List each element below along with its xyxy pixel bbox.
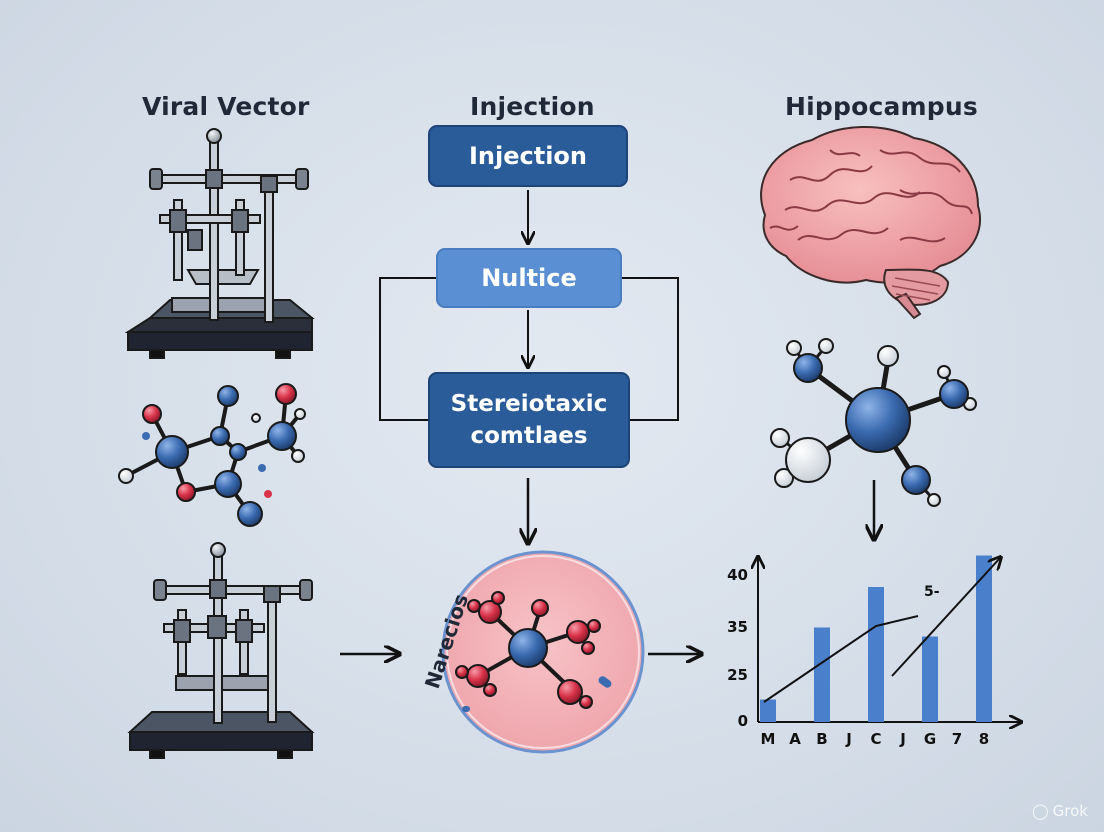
lab-stand-bottom (127, 542, 315, 759)
grok-watermark: ◯ Grok (1032, 802, 1088, 820)
chart-bar (868, 587, 884, 722)
chart-x-tick-label: M (761, 730, 776, 748)
stereotaxic-box: Stereiotaxic comtlaes (428, 372, 630, 468)
chart-y-tick-label: 35 (727, 618, 748, 636)
stereotaxic-label-line1: Stereiotaxic (450, 391, 608, 417)
viral-vector-title: Viral Vector (142, 92, 310, 121)
molecule-right (770, 338, 977, 507)
chart-x-tick-label: B (816, 730, 827, 748)
hippocampus-title: Hippocampus (785, 92, 978, 121)
chart-annotation: 5- (924, 584, 940, 600)
chart-y-tick-label: 40 (727, 566, 748, 584)
flow-connectors (340, 190, 874, 654)
chart-bar (814, 627, 830, 722)
trend-line-1 (763, 615, 919, 703)
chart-x-tick-label: 8 (979, 730, 989, 748)
lab-stand-top (124, 128, 315, 359)
chart-x-tick-label: G (924, 730, 936, 748)
chart-bar (976, 555, 992, 722)
nultice-box: Nultice (436, 248, 622, 308)
grok-logo-icon: ◯ (1031, 802, 1049, 820)
loop-right (622, 277, 679, 421)
chart-x-tick-label: 7 (952, 730, 962, 748)
stereotaxic-label-line2: comtlaes (470, 423, 588, 449)
loop-left (379, 277, 436, 421)
grok-watermark-text: Grok (1052, 802, 1088, 820)
molecule-left (118, 383, 306, 527)
chart-y-tick-label: 25 (727, 666, 748, 684)
chart-x-tick-label: A (789, 730, 801, 748)
chart-x-tick-label: J (845, 730, 852, 748)
chart-bar (760, 699, 776, 722)
chart-x-tick-label: C (870, 730, 881, 748)
brain-illustration (760, 125, 981, 320)
chart-bar (922, 636, 938, 722)
chart-y-tick-label: 0 (738, 712, 748, 730)
trend-line-2 (891, 558, 1000, 677)
injection-box: Injection (428, 125, 628, 187)
chart-x-tick-label: J (899, 730, 906, 748)
injection-title: Injection (470, 92, 595, 121)
narecios-circle (441, 550, 645, 754)
